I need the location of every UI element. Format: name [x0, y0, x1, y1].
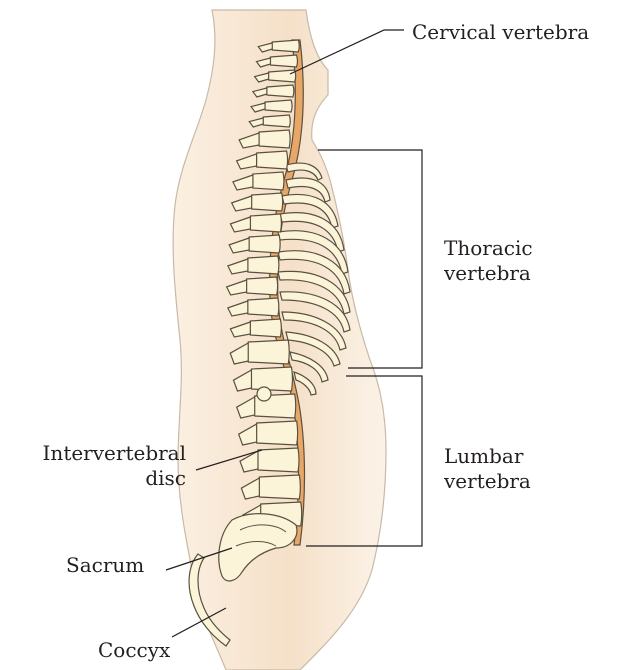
vertebra: [271, 40, 300, 52]
vertebra: [255, 151, 288, 169]
vertebra: [267, 70, 296, 82]
label-thoracic-line1: Thoracic: [444, 236, 533, 261]
vertebra: [258, 130, 291, 148]
vertebra: [258, 475, 301, 499]
vertebra: [248, 235, 281, 253]
vertebra: [257, 448, 300, 472]
label-thoracic-vertebra: Thoracic vertebra: [444, 236, 533, 286]
vertebra: [264, 100, 293, 112]
vertebra: [245, 277, 278, 295]
label-intervertebral-disc: Intervertebral disc: [12, 441, 186, 491]
vertebra: [269, 55, 298, 67]
label-intervertebral-line2: disc: [12, 466, 186, 491]
label-cervical-vertebra: Cervical vertebra: [412, 20, 589, 45]
disc-marker: [257, 387, 271, 401]
label-sacrum: Sacrum: [66, 553, 144, 578]
vertebra: [249, 214, 282, 232]
label-intervertebral-line1: Intervertebral: [12, 441, 186, 466]
vertebra: [246, 256, 279, 274]
vertebra: [247, 340, 289, 364]
label-lumbar-line1: Lumbar: [444, 444, 531, 469]
vertebra: [265, 85, 294, 97]
vertebra: [249, 319, 281, 337]
label-thoracic-line2: vertebra: [444, 261, 533, 286]
label-lumbar-vertebra: Lumbar vertebra: [444, 444, 531, 494]
label-coccyx: Coccyx: [98, 638, 170, 663]
vertebra: [251, 172, 284, 190]
vertebra: [250, 193, 283, 211]
label-lumbar-line2: vertebra: [444, 469, 531, 494]
vertebra: [246, 298, 279, 316]
vertebra: [262, 115, 291, 127]
vertebra: [255, 421, 298, 445]
vertebra: [250, 367, 293, 391]
